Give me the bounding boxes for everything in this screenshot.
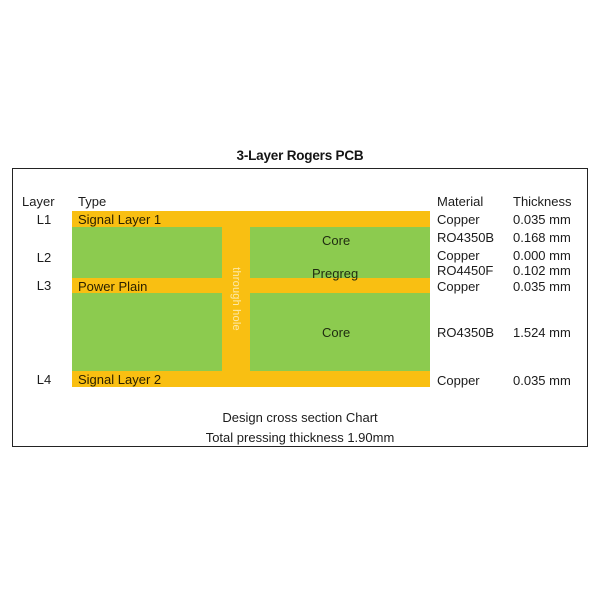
material-value-3: Copper (437, 248, 480, 263)
column-header-material: Material (437, 194, 484, 209)
cross-section-stack: through hole Signal Layer 1 Power Plain … (72, 211, 430, 387)
band-core-bottom (72, 293, 430, 371)
layer-id-l3: L3 (36, 278, 52, 293)
label-pregreg: Pregreg (312, 266, 359, 281)
material-value-7: Copper (437, 373, 480, 388)
caption-total-thickness: Total pressing thickness 1.90mm (205, 430, 395, 445)
page-title: 3-Layer Rogers PCB (236, 148, 364, 163)
layer-id-l4: L4 (36, 372, 52, 387)
column-header-thickness: Thickness (513, 194, 572, 209)
label-signal-layer-2: Signal Layer 2 (78, 372, 162, 387)
label-signal-layer-1: Signal Layer 1 (78, 212, 162, 227)
thickness-value-5: 0.035 mm (513, 279, 571, 294)
thickness-value-7: 0.035 mm (513, 373, 571, 388)
layer-id-l1: L1 (36, 212, 52, 227)
material-value-5: Copper (437, 279, 480, 294)
material-value-4: RO4450F (437, 263, 494, 278)
label-core-bottom: Core (322, 325, 351, 340)
material-value-6: RO4350B (437, 325, 495, 340)
thickness-value-6: 1.524 mm (513, 325, 571, 340)
material-value-1: Copper (437, 212, 480, 227)
column-header-layer: Layer (22, 194, 55, 209)
column-header-type: Type (78, 194, 107, 209)
band-signal-layer-1 (72, 211, 430, 227)
band-core-top (72, 227, 430, 278)
label-power-plain: Power Plain (78, 279, 148, 294)
thickness-value-4: 0.102 mm (513, 263, 571, 278)
thickness-value-2: 0.168 mm (513, 230, 571, 245)
band-signal-layer-2 (72, 371, 430, 387)
thickness-value-3: 0.000 mm (513, 248, 571, 263)
material-value-2: RO4350B (437, 230, 495, 245)
thickness-value-1: 0.035 mm (513, 212, 571, 227)
caption-design-cross-section: Design cross section Chart (222, 410, 378, 425)
layer-id-l2: L2 (36, 250, 52, 265)
through-hole-barrel (222, 211, 250, 387)
band-power-plain-hidden (72, 278, 430, 293)
label-core-top: Core (322, 233, 351, 248)
